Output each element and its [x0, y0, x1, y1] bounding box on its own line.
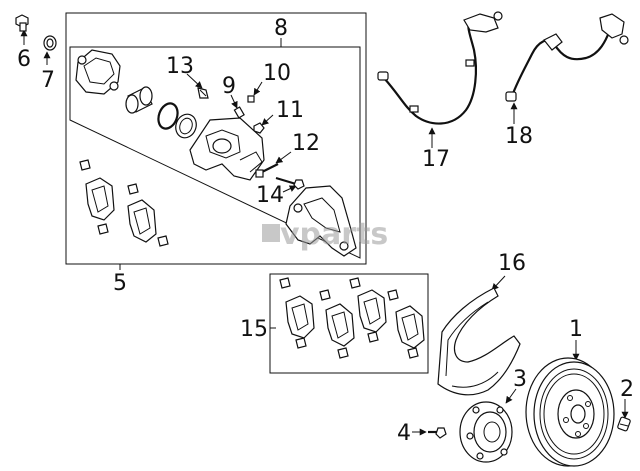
- callout-2: 2: [620, 377, 634, 402]
- callout-6: 6: [17, 47, 31, 72]
- part-16-dust-shield: [437, 287, 521, 396]
- callout-labels: 1 2 3 4 5 6 7 8 9 10 11 12 13 14 15 16 1…: [17, 16, 634, 446]
- callout-17: 17: [422, 147, 450, 172]
- callout-13: 13: [166, 54, 194, 79]
- part-3-wheel-hub: [459, 401, 513, 463]
- part-12-bolt: [255, 163, 279, 178]
- callout-12: 12: [292, 131, 320, 156]
- callout-5: 5: [113, 271, 127, 296]
- part-piston-seal: [157, 102, 197, 139]
- part-17-sensor-cable: [377, 11, 503, 125]
- callout-18: 18: [505, 124, 533, 149]
- watermark-text: vparts: [280, 217, 388, 252]
- callout-3: 3: [513, 367, 527, 392]
- part-1-brake-rotor: [525, 357, 615, 467]
- callout-9: 9: [222, 74, 236, 99]
- part-6-bolt: [15, 14, 29, 32]
- callout-4: 4: [397, 421, 411, 446]
- callout-16: 16: [498, 251, 526, 276]
- part-9-pin: [233, 106, 245, 119]
- watermark: vparts: [262, 217, 388, 252]
- part-4-bolt: [428, 427, 447, 439]
- part-2-screw: [617, 416, 631, 432]
- part-caliper-bracket: [285, 185, 357, 257]
- callout-1: 1: [569, 317, 583, 342]
- part-18-speed-sensor: [505, 13, 629, 102]
- callout-15: 15: [240, 317, 268, 342]
- part-caliper-piston: [125, 86, 153, 114]
- part-brake-pads-set-a: [79, 159, 169, 247]
- callout-11: 11: [276, 98, 304, 123]
- part-7-washer: [43, 35, 57, 51]
- leader-lines: [20, 29, 629, 436]
- callout-10: 10: [263, 61, 291, 86]
- part-13-bleeder: [197, 87, 209, 99]
- callout-14: 14: [256, 183, 284, 208]
- part-10-cap: [247, 95, 255, 103]
- group-box-5: [65, 12, 367, 265]
- callout-8: 8: [274, 16, 288, 41]
- callout-7: 7: [41, 68, 55, 93]
- part-caliper-main: [189, 117, 265, 181]
- group-box-8: [69, 46, 361, 259]
- part-caliper-housing: [75, 49, 121, 95]
- part-14-bolt: [275, 176, 305, 190]
- part-15-brake-pads-set-b: [279, 277, 425, 359]
- group-box-15: [269, 273, 429, 374]
